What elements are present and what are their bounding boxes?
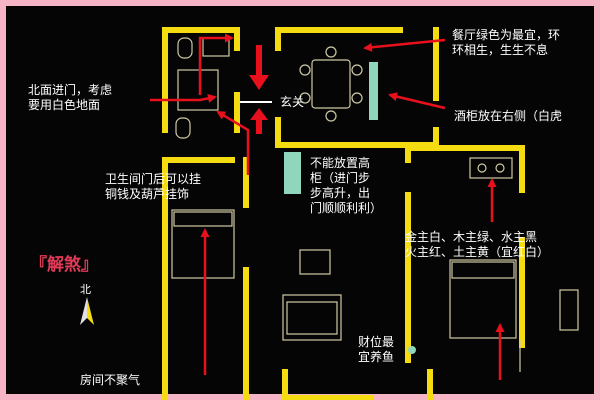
arrow-wine-cabinet — [388, 92, 446, 110]
toilet — [177, 37, 193, 59]
wall-entry-left — [162, 27, 240, 133]
label-wine-cabinet: 酒柜放在右侧（白虎 — [454, 109, 563, 123]
arrow-bathroom-top — [198, 33, 234, 95]
label-dining: 餐厅绿色为最宜，环 环相生，生生不息 — [452, 28, 561, 57]
sink-left — [175, 117, 191, 139]
label-jiesha: 『解煞』 — [30, 255, 98, 275]
label-north-entry: 北面进门，考虑 要用白色地面 — [28, 83, 113, 112]
bath-sink — [202, 37, 230, 57]
label-room-qi: 房间不聚气 — [80, 373, 141, 387]
fixtures — [171, 37, 579, 372]
dining-table — [311, 59, 351, 109]
wall-dining-top — [275, 27, 403, 51]
wall-right-room-top — [405, 145, 525, 193]
wall-bottom — [282, 369, 373, 400]
bed-left — [171, 209, 235, 279]
coffee-table — [299, 249, 331, 275]
compass-icon — [80, 297, 94, 325]
pointer-arrows — [150, 33, 505, 380]
bed-right — [449, 259, 517, 339]
label-wealth: 财位最 宜养鱼 — [358, 335, 395, 364]
wine-cabinet-panel — [369, 62, 378, 120]
label-elements: 金主白、木主绿、水主黑 火主红、土主黄（宜红白） — [405, 230, 550, 259]
wall-dining-bottom — [275, 117, 439, 148]
label-xuanguan: 玄关 — [280, 95, 305, 109]
label-north: 北 — [80, 283, 91, 296]
shower — [177, 69, 219, 111]
arrow-north-entry — [150, 93, 217, 103]
arrow-bathroom-door — [216, 110, 250, 175]
fish-tank-dot — [408, 346, 416, 354]
kitchen-counter — [469, 157, 513, 179]
entry-arrow-up — [250, 108, 268, 134]
label-bathroom: 卫生间门后可以挂 铜钱及葫芦挂饰 — [105, 172, 202, 201]
sofa — [282, 294, 342, 341]
arrow-dining — [363, 38, 446, 52]
tall-cabinet-panel — [284, 152, 301, 194]
stair-unit — [559, 289, 579, 331]
entry-arrow-down — [249, 45, 269, 90]
label-tall-cabinet: 不能放置高 柜（进门步 步高升，出 门顺顺利利） — [310, 156, 383, 215]
walls — [162, 27, 525, 400]
entry-arrows — [249, 45, 269, 134]
